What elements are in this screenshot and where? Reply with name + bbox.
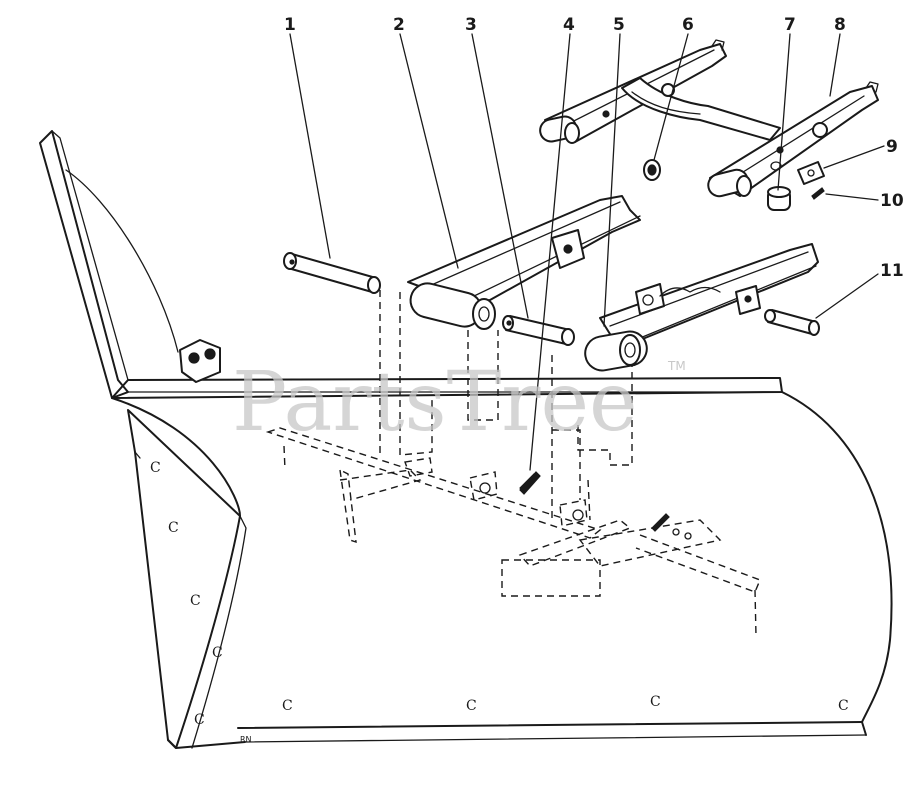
watermark: PartsTree: [232, 355, 638, 450]
callout-1: 1: [284, 15, 296, 35]
mounting-hole: C: [194, 712, 205, 728]
callout-5: 5: [613, 15, 625, 35]
mounting-hole: C: [212, 645, 223, 661]
callout-numbers: 1 2 3 4 5 6 7 8 9 10 11: [284, 15, 904, 281]
part-10-hair-pin: [811, 187, 825, 200]
mounting-hole: C: [150, 460, 161, 476]
mounting-hole: C: [838, 698, 849, 714]
trademark-symbol: TM: [667, 359, 686, 373]
part-7-bushing: [767, 186, 791, 211]
frame-hole: [684, 532, 692, 540]
frame-hole: [572, 509, 584, 521]
frame-pin: [651, 513, 670, 532]
mounting-hole: C: [190, 593, 201, 609]
callout-8: 8: [834, 15, 846, 35]
callout-6: 6: [682, 15, 694, 35]
mounting-hole: C: [650, 694, 661, 710]
part-5-right-arm: [584, 243, 819, 372]
part-8-push-frame: [539, 39, 879, 198]
mounting-hole: C: [282, 698, 293, 714]
callout-3: 3: [465, 15, 477, 35]
frame-hole: [479, 482, 491, 494]
callout-2: 2: [393, 15, 405, 35]
plow-blade: [39, 130, 893, 749]
hidden-frame-dashed: [265, 290, 761, 637]
artist-mark: RN: [240, 735, 252, 744]
part-6-nut: [643, 159, 661, 181]
mounting-hole: C: [466, 698, 477, 714]
part-1-pivot-pin: [283, 252, 381, 294]
part-9-washer: [770, 161, 825, 185]
frame-hole: [672, 528, 680, 536]
part-3-short-pin: [502, 315, 575, 346]
part-4-cotter-pin: [519, 471, 541, 495]
part-2-left-arm: [407, 195, 641, 330]
mounting-holes: C C C C C C C C C: [150, 460, 849, 728]
callout-leaders: [289, 33, 885, 471]
callout-4: 4: [563, 15, 575, 35]
callout-9: 9: [886, 137, 898, 157]
callout-11: 11: [880, 261, 904, 281]
callout-7: 7: [784, 15, 796, 35]
part-11-pin: [764, 309, 820, 336]
callout-10: 10: [880, 191, 904, 211]
mounting-hole: C: [168, 520, 179, 536]
